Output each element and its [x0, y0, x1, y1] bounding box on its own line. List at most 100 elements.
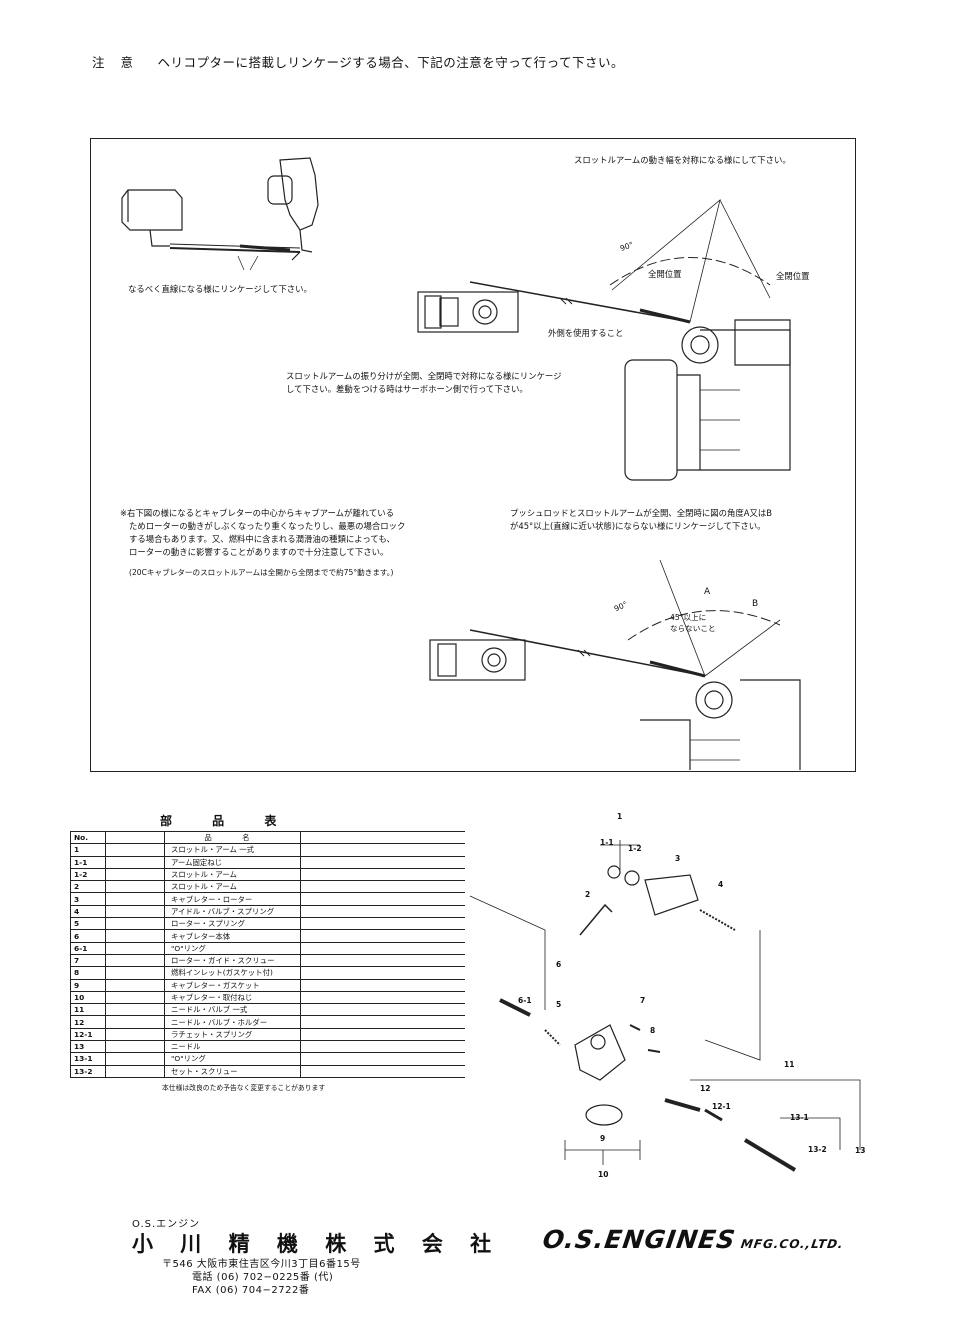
linkage-diagram-frame [90, 138, 856, 772]
part-blank [105, 867, 165, 881]
callout-11: 11 [784, 1060, 795, 1069]
company-fax: FAX (06) 704−2722番 [192, 1285, 310, 1296]
part-extra [300, 953, 465, 967]
warning-line2: ためローターの動きがしぶくなったり重くなったりし、最悪の場合ロック [129, 521, 406, 531]
part-number: 1-2 [70, 867, 106, 881]
part-blank [105, 978, 165, 992]
o-ring-drawing [585, 1104, 623, 1126]
callout-8: 8 [650, 1026, 656, 1035]
part-extra [300, 867, 465, 881]
part-blank [105, 917, 165, 930]
callout-13-1: 13-1 [790, 1113, 809, 1122]
parts-header-row: No. 品 名 [70, 830, 465, 844]
callout-6: 6 [556, 960, 562, 969]
company-address-block: 〒546 大阪市東住吉区今川3丁目6番15号 電話 (06) 702−0225番… [162, 1258, 361, 1297]
callout-6-1: 6-1 [518, 996, 532, 1005]
note-split-line2: して下さい。差動をつける時はサーボホーン側で行って下さい。 [286, 384, 528, 394]
part-extra [300, 917, 465, 930]
part-extra [300, 929, 465, 943]
table-row: 7 ローター・ガイド・スクリュー [70, 953, 465, 967]
callout-12-1: 12-1 [712, 1102, 731, 1111]
part-blank [105, 904, 165, 918]
part-blank [105, 1064, 165, 1078]
label-full-open: 全開位置 [648, 269, 682, 279]
part-blank [105, 953, 165, 967]
part-blank [105, 941, 165, 955]
part-name: キャブレター・取付ねじ [164, 990, 301, 1004]
angle-limit-line2: ならないこと [670, 624, 716, 633]
part-extra [300, 1015, 465, 1029]
part-blank [105, 892, 165, 906]
warning-line4: ローターの動きに影響することがありますので十分注意して下さい。 [129, 547, 389, 557]
company-tel: 電話 (06) 702−0225番 (代) [192, 1272, 334, 1283]
part-number: 6-1 [70, 941, 106, 955]
callout-9: 9 [600, 1134, 606, 1143]
part-name: ニードル・バルブ 一式 [164, 1003, 301, 1016]
part-blank [105, 855, 165, 869]
part-name: ニードル・バルブ・ホルダー [164, 1015, 301, 1029]
part-name: キャブレター・ローター [164, 892, 301, 906]
callout-10: 10 [598, 1170, 609, 1179]
notice-text: ヘリコプターに搭載しリンケージする場合、下記の注意を守って行って下さい。 [157, 55, 624, 70]
callout-5: 5 [556, 1000, 562, 1009]
callout-1: 1 [617, 812, 623, 821]
part-number: 7 [70, 953, 106, 967]
servo-body-drawing [121, 189, 183, 231]
part-number: 13 [70, 1040, 106, 1053]
part-number: 4 [70, 904, 106, 918]
angle-label-a: A [704, 587, 711, 597]
note-straight: なるべく直線になる様にリンケージして下さい。 [128, 284, 312, 294]
company-name: 小 川 精 機 株 式 会 社 [132, 1231, 502, 1256]
part-blank [105, 929, 165, 943]
part-extra [300, 1064, 465, 1078]
part-name: スロットル・アーム 一式 [164, 843, 301, 857]
part-extra [300, 941, 465, 955]
part-extra [300, 855, 465, 869]
part-blank [105, 966, 165, 980]
engine-tank-drawing [624, 359, 678, 481]
pushrod-note-line1: プッシュロッドとスロットルアームが全開、全閉時に図の角度A又はB [510, 508, 772, 518]
callout-3: 3 [675, 854, 681, 863]
part-blank [105, 990, 165, 1004]
part-name: アイドル・バルブ・スプリング [164, 904, 301, 918]
callout-2: 2 [585, 890, 591, 899]
callout-1-2: 1-2 [628, 844, 642, 853]
part-extra [300, 1040, 465, 1053]
callout-13-2: 13-2 [808, 1145, 827, 1154]
table-row: 6-1"O"リング [70, 941, 465, 955]
warning-line3: する場合もあります。又、燃料中に含まれる潤滑油の種類によっても、 [129, 534, 395, 544]
company-address: 〒546 大阪市東住吉区今川3丁目6番15号 [162, 1259, 361, 1270]
part-extra [300, 843, 465, 857]
part-extra [300, 880, 465, 893]
part-name: キャブレター本体 [164, 929, 301, 943]
part-number: 13-2 [70, 1064, 106, 1078]
servo-mount-drawing [417, 291, 519, 333]
table-row: 10 キャブレター・取付ねじ [70, 990, 465, 1004]
part-name: アーム固定ねじ [164, 855, 301, 869]
part-number: 10 [70, 990, 106, 1004]
label-outer-use: 外側を使用すること [548, 328, 624, 338]
part-blank [105, 1015, 165, 1029]
part-name: ローター・ガイド・スクリュー [164, 953, 301, 967]
carb-drawing [279, 157, 319, 231]
part-number: 12-1 [70, 1027, 106, 1041]
part-name: ローター・スプリング [164, 917, 301, 930]
company-kana: O.S.エンジン [132, 1219, 201, 1230]
note-split-line1: スロットルアームの振り分けが全開、全閉時で対称になる様にリンケージ [286, 371, 562, 381]
header-no: No. [70, 830, 106, 844]
part-extra [300, 966, 465, 980]
part-extra [300, 978, 465, 992]
part-blank [105, 1027, 165, 1041]
angle-limit-note: 45°以上に ならないこと [670, 612, 716, 634]
